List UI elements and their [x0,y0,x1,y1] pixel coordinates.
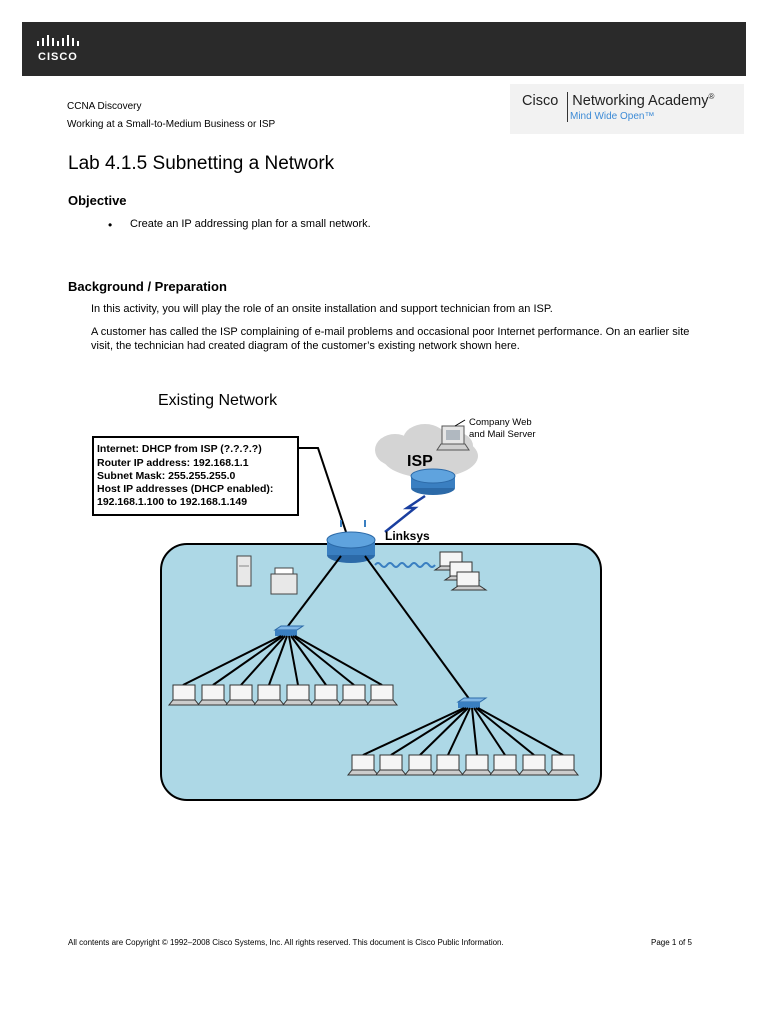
laptop-icon [403,754,437,776]
switch-1-links [182,635,383,686]
wireless-laptops-icon [433,551,488,591]
server-label: and Mail Server [469,429,536,440]
course-name: CCNA Discovery [67,101,142,112]
laptop-icon [431,754,465,776]
background-heading: Background / Preparation [68,279,227,294]
wireless-link [374,562,436,568]
cisco-bars-icon [37,35,79,46]
wan-link [384,494,426,533]
footer-copyright: All contents are Copyright © 1992–2008 C… [68,938,504,947]
academy-title: Cisco Networking Academy® [522,92,715,109]
footer-page-number: Page 1 of 5 [651,938,692,947]
laptop-icon [488,754,522,776]
bullet-icon: • [108,218,113,232]
laptop-icon [224,684,258,706]
network-info-box: Internet: DHCP from ISP (?.?.?.?) Router… [92,436,299,516]
isp-router-icon [410,468,456,495]
laptop-icon [167,684,201,706]
laptop-icon [374,754,408,776]
laptop-icon [517,754,551,776]
router-switch-link [364,555,471,701]
company-server-icon [436,425,470,451]
server-pointer-line [454,419,466,427]
lan-area [160,543,602,801]
objective-bullet: Create an IP addressing plan for a small… [130,218,371,230]
server-tower-icon [236,555,252,587]
server-label: Company Web [469,417,532,428]
laptop-icon [346,754,380,776]
laptop-icon [460,754,494,776]
info-line: Internet: DHCP from ISP (?.?.?.?) [97,443,262,455]
course-header: CCNA Discovery Working at a Small-to-Med… [67,98,275,134]
laptop-icon [252,684,286,706]
switch-2-links [362,707,564,756]
info-line: Subnet Mask: 255.255.255.0 [97,470,235,482]
cisco-wordmark: CISCO [38,51,78,63]
laptop-row-2 [346,754,580,776]
router-switch-link [284,555,342,631]
printer-icon [270,567,298,595]
diagram-title: Existing Network [158,392,278,409]
lab-title: Lab 4.1.5 Subnetting a Network [68,153,335,174]
background-paragraph-2: A customer has called the ISP complainin… [91,326,690,352]
module-name: Working at a Small-to-Medium Business or… [67,119,276,130]
switch-2-icon [456,697,488,708]
laptop-icon [337,684,371,706]
laptop-icon [281,684,315,706]
academy-tagline: Mind Wide Open™ [570,111,655,122]
objective-heading: Objective [68,193,127,208]
laptop-icon [546,754,580,776]
switch-1-icon [273,625,305,636]
laptop-icon [196,684,230,706]
network-diagram: Existing Network Internet: DHCP from ISP… [92,392,602,801]
laptop-row-1 [167,684,399,706]
laptop-icon [309,684,343,706]
info-line: Host IP addresses (DHCP enabled): [97,483,273,495]
header-bar: CISCO [22,22,746,76]
linksys-router-icon [326,520,376,563]
isp-label: ISP [407,453,433,470]
info-pointer-line [298,447,348,536]
background-paragraph-1: In this activity, you will play the role… [91,303,553,315]
laptop-icon [365,684,399,706]
academy-separator [567,92,568,122]
info-line: Router IP address: 192.168.1.1 [97,457,249,469]
cisco-logo: CISCO [36,34,96,66]
networking-academy-logo: Cisco Networking Academy® Mind Wide Open… [510,84,744,134]
router-label: Linksys [385,529,430,543]
info-line: 192.168.1.100 to 192.168.1.149 [97,496,247,508]
